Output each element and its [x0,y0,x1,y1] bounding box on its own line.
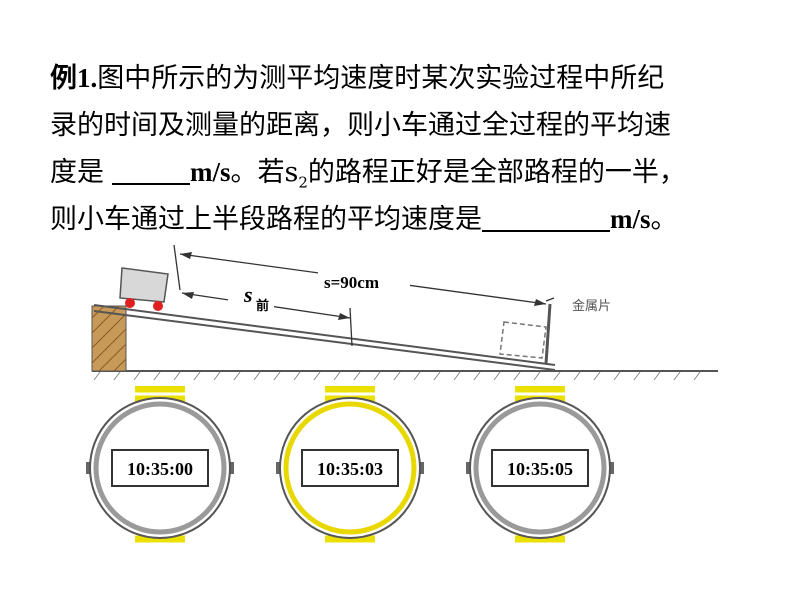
example-label: 例1. [50,63,98,93]
metal-plate [544,303,552,365]
cart-wheel [125,298,135,308]
answer-blank-2[interactable] [482,204,610,232]
incline-board [93,304,556,371]
metal-plate-label: 金属片 [572,298,611,314]
answer-blank-1[interactable] [112,157,190,185]
stopwatch-time-1: 10:35:00 [127,459,193,479]
svg-text:前: 前 [256,298,269,314]
stopwatch-time-2: 10:35:03 [317,459,383,479]
stopwatch-time-3: 10:35:05 [507,459,573,479]
experiment-figure: s 前 s=90cm 金属片 10:35:00 1 [86,244,718,543]
stopwatch-3: 10:35:05 [466,386,614,543]
problem-line-1: 例1.图中所示的为测平均速度时某次实验过程中所纪 [50,63,665,94]
problem-line-2: 录的时间及测量的距离，则小车通过全过程的平均速 [50,110,671,141]
problem-text: 例1.图中所示的为测平均速度时某次实验过程中所纪 录的时间及测量的距离，则小车通… [50,55,770,243]
stopwatch-2: 10:35:03 [276,386,424,543]
distance-markers [173,244,555,347]
distance-label: s=90cm [318,264,410,298]
ground [92,370,718,381]
support-block [91,305,127,372]
cart [119,267,169,311]
stopwatch-1: 10:35:00 [86,386,234,543]
svg-text:s=90cm: s=90cm [324,273,379,292]
svg-text:s: s [243,282,253,307]
cart-wheel [153,301,163,311]
cart-end-position [499,321,547,359]
s-front-label: s 前 [228,274,274,318]
